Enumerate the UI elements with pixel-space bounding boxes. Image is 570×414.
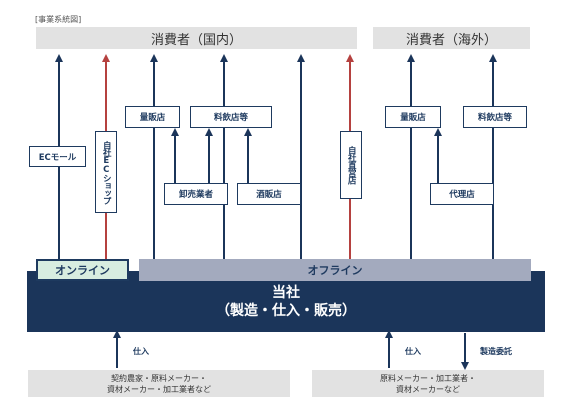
mass-retailer-domestic-box: 量販店 — [125, 106, 180, 128]
restaurants-domestic-box: 料飲店等 — [190, 106, 272, 128]
restaurants-overseas-box: 料飲店等 — [463, 106, 527, 128]
company-block: 当社 （製造・仕入・販売） — [27, 271, 545, 332]
company-name: 当社 — [272, 284, 300, 301]
suppliers-domestic-bar: 契約農家・原料メーカー・ 資材メーカー・加工業者など — [28, 370, 290, 397]
agency-box: 代理店 — [430, 183, 494, 205]
outsourcing-label: 製造委託 — [480, 347, 512, 356]
own-direct-store-box: 自社直営店 — [340, 131, 362, 199]
liquor-store-box: 酒販店 — [237, 183, 301, 205]
own-ec-shop-box: 自社ECショップ — [95, 131, 117, 213]
suppliers-domestic-line1: 契約農家・原料メーカー・ — [111, 373, 207, 383]
ec-mall-box: ECモール — [29, 146, 86, 167]
suppliers-overseas-line1: 原料メーカー・加工業者・ — [380, 373, 476, 383]
offline-channel-label: オフライン — [139, 259, 531, 281]
suppliers-overseas-bar: 原料メーカー・加工業者・ 資材メーカーなど — [312, 370, 544, 397]
purchase-label-domestic: 仕入 — [133, 347, 149, 356]
diagram-caption: [事業系統図] — [35, 15, 82, 24]
consumers-domestic-bar: 消費者（国内） — [36, 27, 357, 49]
purchase-label-overseas: 仕入 — [405, 347, 421, 356]
online-channel-label: オンライン — [36, 259, 129, 281]
wholesaler-box: 卸売業者 — [164, 183, 228, 205]
mass-retailer-overseas-box: 量販店 — [385, 106, 441, 128]
company-roles: （製造・仕入・販売） — [216, 302, 356, 319]
suppliers-overseas-line2: 資材メーカーなど — [396, 384, 460, 394]
consumers-overseas-bar: 消費者（海外） — [373, 27, 530, 49]
suppliers-domestic-line2: 資材メーカー・加工業者など — [107, 384, 211, 394]
